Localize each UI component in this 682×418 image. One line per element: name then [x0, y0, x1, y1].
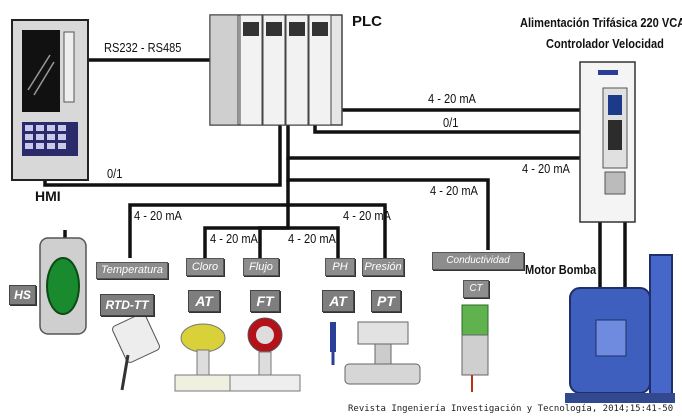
motor-pump-icon — [565, 255, 675, 403]
controller-label: Controlador Velocidad — [546, 36, 664, 51]
signal-cond: 4 - 20 mA — [430, 183, 478, 198]
tag-at-cloro: AT — [188, 290, 220, 312]
tag-cloro: Cloro — [186, 258, 224, 276]
tag-conductividad: Conductividad — [432, 252, 524, 270]
signal-temp: 4 - 20 mA — [134, 208, 182, 223]
tag-temperatura: Temperatura — [96, 262, 168, 279]
hmi-label: HMI — [35, 188, 61, 204]
citation: Revista Ingeniería Investigación y Tecno… — [348, 404, 673, 414]
chlorine-analyzer-icon — [175, 324, 235, 391]
tag-at-ph: AT — [322, 290, 354, 312]
signal-top-3: 4 - 20 mA — [522, 161, 570, 176]
tag-ph: PH — [325, 258, 355, 276]
ph-probe-icon — [330, 322, 336, 365]
pressure-transmitter-icon — [345, 322, 420, 384]
wire-flujo — [260, 228, 288, 258]
flow-meter-icon — [230, 318, 300, 391]
plc-label: PLC — [352, 13, 382, 30]
signal-top-1: 4 - 20 mA — [428, 91, 476, 106]
hand-switch-icon — [40, 238, 86, 334]
rs-link-label: RS232 - RS485 — [104, 40, 181, 55]
tag-pt: PT — [371, 290, 401, 312]
tag-presion: Presión — [362, 258, 404, 276]
signal-top-2: 0/1 — [443, 115, 458, 130]
signal-flujo: 4 - 20 mA — [288, 231, 336, 246]
tag-ft: FT — [250, 290, 280, 312]
rtd-sensor-icon — [111, 312, 161, 390]
signal-presion: 4 - 20 mA — [343, 208, 391, 223]
hmi-screen-icon — [12, 20, 88, 180]
conductivity-sensor-icon — [462, 305, 488, 392]
tag-ct: CT — [463, 280, 489, 298]
tag-rtd: RTD-TT — [100, 294, 154, 316]
power-label: Alimentación Trifásica 220 VCA — [520, 15, 682, 30]
tag-flujo: Flujo — [243, 258, 279, 276]
signal-cloro: 4 - 20 mA — [210, 231, 258, 246]
signal-hmi: 0/1 — [107, 166, 122, 181]
tag-hs: HS — [9, 285, 36, 305]
speed-controller-icon — [580, 62, 635, 222]
motor-label: Motor Bomba — [525, 262, 596, 277]
plc-rack-icon — [210, 15, 342, 125]
